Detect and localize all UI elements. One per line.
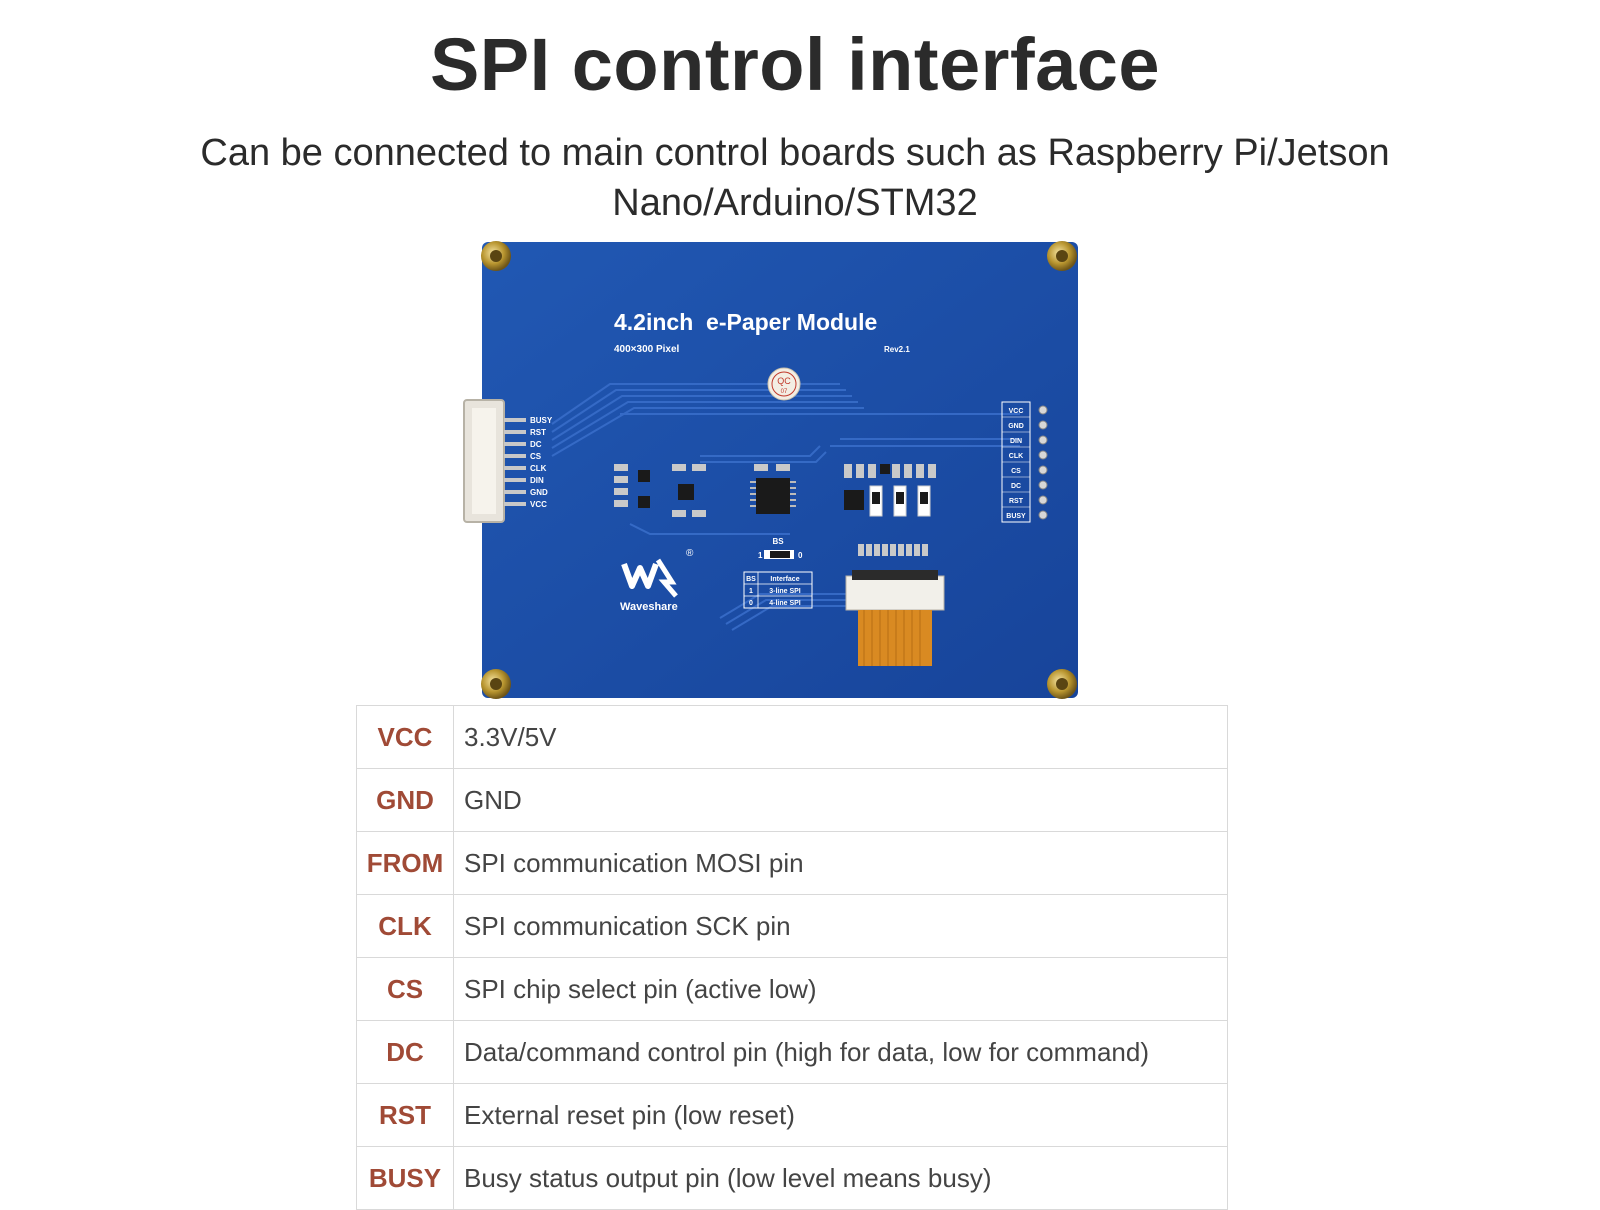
pin-description-table: VCC 3.3V/5V GND GND FROM SPI communicati… <box>356 705 1228 1210</box>
left-pin-rst: RST <box>530 428 546 437</box>
page-title: SPI control interface <box>429 23 1161 106</box>
bs-switch-one: 1 <box>758 551 763 560</box>
right-pin-gnd: GND <box>1008 423 1024 430</box>
standoff-top-left <box>481 241 511 271</box>
left-connector <box>463 399 526 523</box>
left-pin-cs: CS <box>530 452 542 461</box>
qc-sticker: QC 07 <box>767 367 801 401</box>
left-pin-dc: DC <box>530 440 542 449</box>
pin-name-cell: DC <box>356 1020 454 1084</box>
epaper-board-photo: BUSY RST DC CS CLK DIN GND VCC 4.2inch e… <box>460 234 1080 706</box>
standoff-bottom-left <box>481 669 511 699</box>
page-subtitle: Can be connected to main control boards … <box>200 132 1390 224</box>
bs-switch-zero: 0 <box>798 551 803 560</box>
pin-name-cell: VCC <box>356 705 454 769</box>
right-pin-labels: VCC GND DIN CLK CS DC RST BUSY <box>1006 408 1026 520</box>
left-pin-vcc: VCC <box>530 500 547 509</box>
pin-desc-cell: Busy status output pin (low level means … <box>453 1146 1228 1210</box>
table-row: CLK SPI communication SCK pin <box>356 894 1228 958</box>
left-pin-clk: CLK <box>530 464 547 473</box>
right-pin-busy: BUSY <box>1006 513 1026 520</box>
pin-desc-cell: SPI communication MOSI pin <box>453 831 1228 895</box>
table-row: CS SPI chip select pin (active low) <box>356 957 1228 1021</box>
pin-name-cell: FROM <box>356 831 454 895</box>
bs-table-header-interface: Interface <box>770 576 799 583</box>
left-pin-labels: BUSY RST DC CS CLK DIN GND VCC <box>530 416 553 509</box>
bs-interface-table: BS Interface 1 3-line SPI 0 4-line SPI <box>743 571 813 609</box>
right-pin-clk: CLK <box>1009 453 1023 460</box>
bs-table-cell: 4-line SPI <box>769 600 801 607</box>
standoff-top-right <box>1047 241 1077 271</box>
right-pin-rst: RST <box>1009 498 1024 505</box>
pin-desc-cell: SPI chip select pin (active low) <box>453 957 1228 1021</box>
pin-name-cell: RST <box>356 1083 454 1147</box>
bs-table-cell: 0 <box>749 600 753 607</box>
fpc-connector <box>845 544 945 666</box>
waveshare-text: Waveshare <box>620 601 678 613</box>
board-title: 4.2inch e-Paper Module <box>614 309 877 335</box>
table-row: RST External reset pin (low reset) <box>356 1083 1228 1147</box>
qc-number: 07 <box>781 389 788 395</box>
components-left-group <box>614 464 706 517</box>
waveshare-logo: ® Waveshare <box>620 548 694 613</box>
bs-table-cell: 3-line SPI <box>769 588 801 595</box>
bs-switch-label: BS <box>772 537 784 546</box>
pin-desc-cell: GND <box>453 768 1228 832</box>
bs-table-header-bs: BS <box>746 576 756 583</box>
left-pin-din: DIN <box>530 476 544 485</box>
table-row: BUSY Busy status output pin (low level m… <box>356 1146 1228 1210</box>
components-right-group <box>844 464 936 517</box>
pin-desc-cell: External reset pin (low reset) <box>453 1083 1228 1147</box>
pin-name-cell: GND <box>356 768 454 832</box>
bs-table-cell: 1 <box>749 588 753 595</box>
table-row: GND GND <box>356 768 1228 832</box>
pin-desc-cell: 3.3V/5V <box>453 705 1228 769</box>
qc-label: QC <box>777 376 791 386</box>
board-pixel: 400×300 Pixel <box>614 344 680 355</box>
table-row: VCC 3.3V/5V <box>356 705 1228 769</box>
left-pin-gnd: GND <box>530 488 548 497</box>
controller-ic <box>750 464 796 514</box>
right-pin-header <box>1001 401 1048 523</box>
right-pin-din: DIN <box>1010 438 1022 445</box>
pin-name-cell: BUSY <box>356 1146 454 1210</box>
pin-name-cell: CS <box>356 957 454 1021</box>
board-rev: Rev2.1 <box>884 345 910 354</box>
table-row: FROM SPI communication MOSI pin <box>356 831 1228 895</box>
pin-name-cell: CLK <box>356 894 454 958</box>
right-pin-dc: DC <box>1011 483 1021 490</box>
registered-mark: ® <box>686 548 694 559</box>
bs-switch: BS 1 0 <box>758 537 803 560</box>
standoff-bottom-right <box>1047 669 1077 699</box>
table-row: DC Data/command control pin (high for da… <box>356 1020 1228 1084</box>
board-illustration: BUSY RST DC CS CLK DIN GND VCC 4.2inch e… <box>463 241 1078 699</box>
left-pin-busy: BUSY <box>530 416 553 425</box>
right-pin-cs: CS <box>1011 468 1021 475</box>
pin-desc-cell: Data/command control pin (high for data,… <box>453 1020 1228 1084</box>
right-pin-vcc: VCC <box>1009 408 1024 415</box>
pin-desc-cell: SPI communication SCK pin <box>453 894 1228 958</box>
